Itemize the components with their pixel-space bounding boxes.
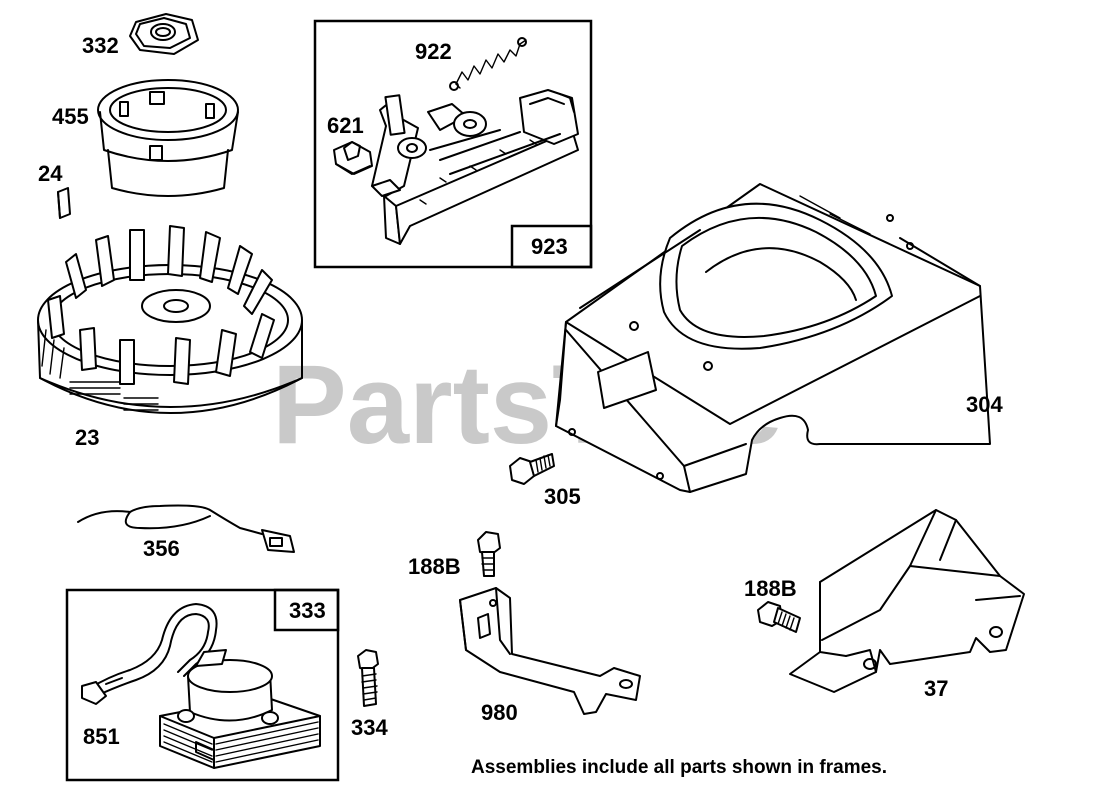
label-304: 304 [966, 392, 1003, 417]
label-980: 980 [481, 700, 518, 725]
part-356-wire-drawing[interactable] [77, 504, 295, 553]
part-334-bolt-drawing[interactable] [357, 649, 379, 707]
part-304-blower-housing-drawing[interactable] [555, 183, 991, 493]
part-923-governor-bracket-drawing[interactable] [371, 89, 579, 245]
label-24: 24 [38, 161, 63, 186]
part-188b-right-bolt-drawing[interactable] [757, 601, 801, 633]
part-455-cup-drawing[interactable] [97, 79, 239, 197]
label-333: 333 [289, 598, 326, 623]
label-922: 922 [415, 39, 452, 64]
label-188b-right: 188B [744, 576, 797, 601]
part-980-bracket-drawing[interactable] [459, 587, 641, 715]
label-37: 37 [924, 676, 948, 701]
assemblies-note: Assemblies include all parts shown in fr… [471, 757, 887, 778]
label-621: 621 [327, 113, 364, 138]
part-922-spring-drawing[interactable] [449, 37, 527, 91]
part-851-plug-lead-drawing[interactable] [81, 603, 218, 705]
part-24-key-drawing[interactable] [57, 187, 71, 219]
part-37-shield-drawing[interactable] [789, 509, 1025, 693]
part-621-link-drawing[interactable] [333, 141, 373, 175]
label-23: 23 [75, 425, 99, 450]
label-356: 356 [143, 536, 180, 561]
part-305-screw-drawing[interactable] [509, 453, 555, 485]
label-851: 851 [83, 724, 120, 749]
label-923: 923 [531, 234, 568, 259]
part-332-nut-drawing[interactable] [129, 13, 199, 55]
frame-333 [65, 588, 340, 782]
part-188b-left-bolt-drawing[interactable] [477, 531, 501, 577]
part-333-armature-drawing[interactable] [159, 649, 321, 769]
frame-923 [313, 19, 593, 269]
label-188b-left: 188B [408, 554, 461, 579]
part-23-flywheel-drawing[interactable] [37, 225, 303, 414]
label-305: 305 [544, 484, 581, 509]
label-455: 455 [52, 104, 89, 129]
label-334: 334 [351, 715, 388, 740]
label-332: 332 [82, 33, 119, 58]
